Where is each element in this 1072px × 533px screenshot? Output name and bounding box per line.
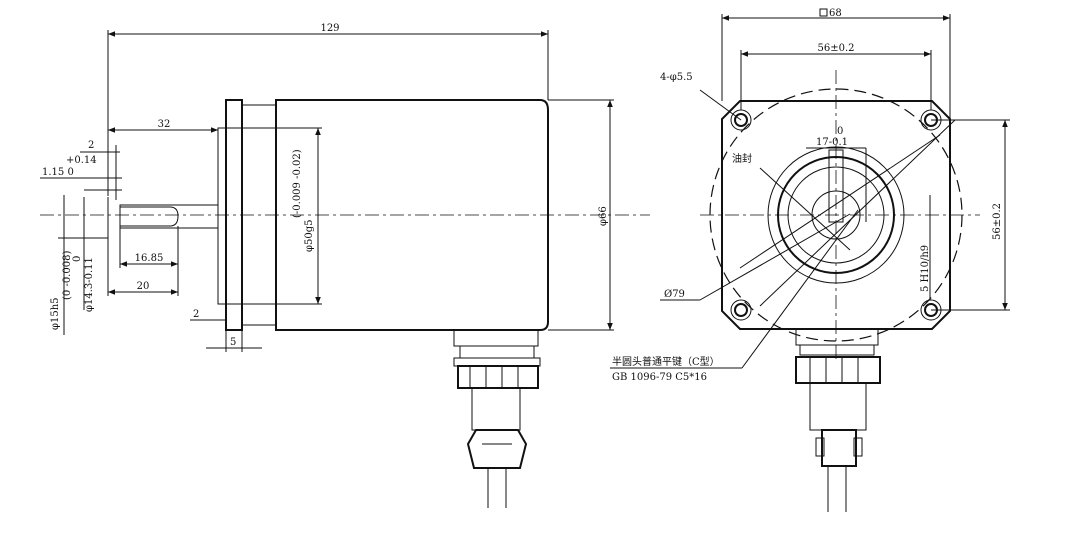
bolt-circle <box>709 88 963 342</box>
label-key-note-1: 半圆头普通平键（C型） <box>612 355 720 368</box>
pilot-boss <box>217 127 227 305</box>
dim-flange-thickness: 2 <box>193 309 199 320</box>
dim-keyway-zero: 0 <box>837 126 843 137</box>
side-view: 129 32 2 +0.14 1.15 0 φ15h5 (0 -0.008) φ… <box>40 23 650 508</box>
dim-body-diameter: φ66 <box>598 206 609 226</box>
flange-square <box>721 100 951 330</box>
mount-hole <box>730 299 752 321</box>
seal-inner-circle <box>787 166 885 264</box>
shaft <box>119 204 218 229</box>
side-connector <box>453 329 541 508</box>
dim-pilot-tolerance: (-0.009 -0.02) <box>292 149 303 218</box>
label-oil-seal: 油封 <box>732 152 752 165</box>
label-mount-holes: 4-φ5.5 <box>660 72 693 83</box>
dim-collar-width: 2 <box>88 140 94 151</box>
front-view: 68 56±0.2 56±0.2 4-φ5.5 0 17-0.1 油封 5 H1… <box>610 8 1010 512</box>
dim-key-height: φ14.3-0.11 <box>84 257 95 312</box>
dim-overall-length: 129 <box>320 23 339 34</box>
dim-keyway-fit: 5 H10/h9 <box>920 245 931 292</box>
dim-key-offset: 20 <box>137 281 150 292</box>
dim-key-depth: 1.15 0 <box>42 167 74 178</box>
dim-key-length: 16.85 <box>135 253 164 264</box>
dim-shaft-length: 32 <box>158 119 171 130</box>
dim-flange-width: 5 <box>230 337 236 348</box>
dim-hole-spacing-h: 56±0.2 <box>817 43 854 54</box>
key <box>120 206 179 227</box>
dim-hole-spacing-v: 56±0.2 <box>992 203 1003 240</box>
dim-keyway-width: 17-0.1 <box>816 137 848 148</box>
seal-outer-circle <box>777 156 895 274</box>
square-symbol-icon <box>819 8 828 17</box>
dim-flange-square: 68 <box>829 8 842 19</box>
keyway <box>828 149 844 223</box>
dim-pilot-diameter: φ50g5 <box>304 220 315 253</box>
flange-hub <box>241 104 277 326</box>
label-bolt-circle: Ø79 <box>664 289 685 300</box>
dim-shaft-diameter: φ15h5 <box>50 297 61 330</box>
dim-shaft-tolerance: (0 -0.008) <box>62 251 73 300</box>
label-key-note-2: GB 1096-79 C5*16 <box>612 372 707 383</box>
dim-key-height-zero: 0 <box>72 256 83 262</box>
dim-tolerance-upper: +0.14 <box>66 155 97 166</box>
motor-body <box>275 99 549 331</box>
front-connector <box>795 328 881 512</box>
pilot-circle <box>767 146 905 284</box>
